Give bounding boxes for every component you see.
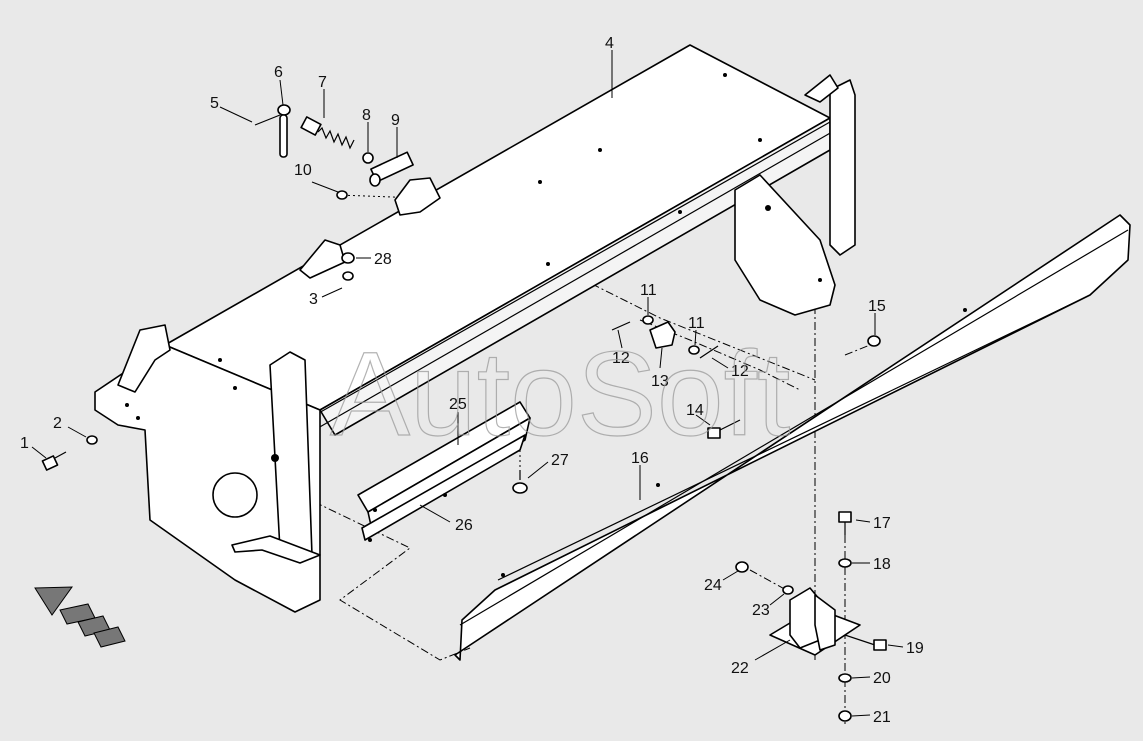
callout-8: 8 bbox=[362, 107, 371, 124]
callout-12-b: 12 bbox=[731, 363, 749, 380]
callout-11-b: 11 bbox=[688, 315, 705, 332]
callout-24: 24 bbox=[704, 577, 722, 594]
pin-12b bbox=[699, 345, 719, 359]
washer-11a bbox=[642, 315, 654, 325]
washer-2 bbox=[86, 435, 98, 445]
bracket-13 bbox=[649, 321, 676, 349]
callout-12-a: 12 bbox=[612, 350, 630, 367]
callout-2: 2 bbox=[53, 415, 62, 432]
bolt-14 bbox=[707, 419, 741, 439]
bolt-27 bbox=[512, 470, 528, 494]
nut-28 bbox=[341, 252, 355, 264]
callout-25: 25 bbox=[449, 396, 467, 413]
side-rail-16 bbox=[454, 214, 1131, 661]
washer-11b bbox=[688, 345, 700, 355]
bolt-19 bbox=[844, 634, 887, 651]
callout-15: 15 bbox=[868, 298, 886, 315]
nut-10 bbox=[336, 190, 348, 200]
callout-labels: 1 2 3 4 5 6 7 8 9 10 11 11 12 12 13 14 1… bbox=[20, 35, 924, 726]
callout-27: 27 bbox=[551, 452, 569, 469]
nut-21 bbox=[838, 710, 852, 722]
forward-direction-arrow-icon bbox=[34, 586, 126, 648]
callout-26: 26 bbox=[455, 517, 473, 534]
callout-19: 19 bbox=[906, 640, 924, 657]
pin-body-9 bbox=[369, 151, 414, 187]
callout-18: 18 bbox=[873, 556, 891, 573]
callout-13: 13 bbox=[651, 373, 669, 390]
callout-22: 22 bbox=[731, 660, 749, 677]
washer-8 bbox=[362, 152, 374, 164]
nut-15 bbox=[867, 335, 881, 347]
callout-4: 4 bbox=[605, 35, 614, 52]
callout-5: 5 bbox=[210, 95, 219, 112]
hardware bbox=[41, 104, 887, 722]
mount-bracket-22 bbox=[769, 587, 861, 656]
callout-9: 9 bbox=[391, 112, 400, 129]
pin-5 bbox=[254, 114, 281, 126]
pin-12a bbox=[611, 321, 631, 331]
leader-lines bbox=[31, 50, 904, 717]
watermark-text: AutoSoft bbox=[330, 327, 790, 461]
washer-3 bbox=[342, 271, 354, 281]
washer-18 bbox=[838, 558, 852, 568]
callout-14: 14 bbox=[686, 402, 704, 419]
callout-21: 21 bbox=[873, 709, 891, 726]
callout-17: 17 bbox=[873, 515, 891, 532]
bolt-17 bbox=[838, 511, 852, 535]
callout-1: 1 bbox=[20, 435, 29, 452]
callout-28: 28 bbox=[374, 251, 392, 268]
washer-23 bbox=[782, 585, 794, 595]
callout-20: 20 bbox=[873, 670, 891, 687]
spring-7 bbox=[300, 116, 355, 150]
callout-16: 16 bbox=[631, 450, 649, 467]
callout-7: 7 bbox=[318, 74, 327, 91]
washer-20 bbox=[838, 673, 852, 683]
main-frame bbox=[94, 44, 856, 613]
nut-24 bbox=[735, 561, 749, 573]
callout-6: 6 bbox=[274, 64, 283, 81]
drive-opening bbox=[212, 472, 258, 518]
callout-11-a: 11 bbox=[640, 282, 657, 299]
clip-6 bbox=[277, 104, 291, 158]
callout-3: 3 bbox=[309, 291, 318, 308]
channel-25-26 bbox=[357, 401, 531, 542]
bolt-1 bbox=[41, 451, 67, 471]
callout-23: 23 bbox=[752, 602, 770, 619]
callout-10: 10 bbox=[294, 162, 312, 179]
